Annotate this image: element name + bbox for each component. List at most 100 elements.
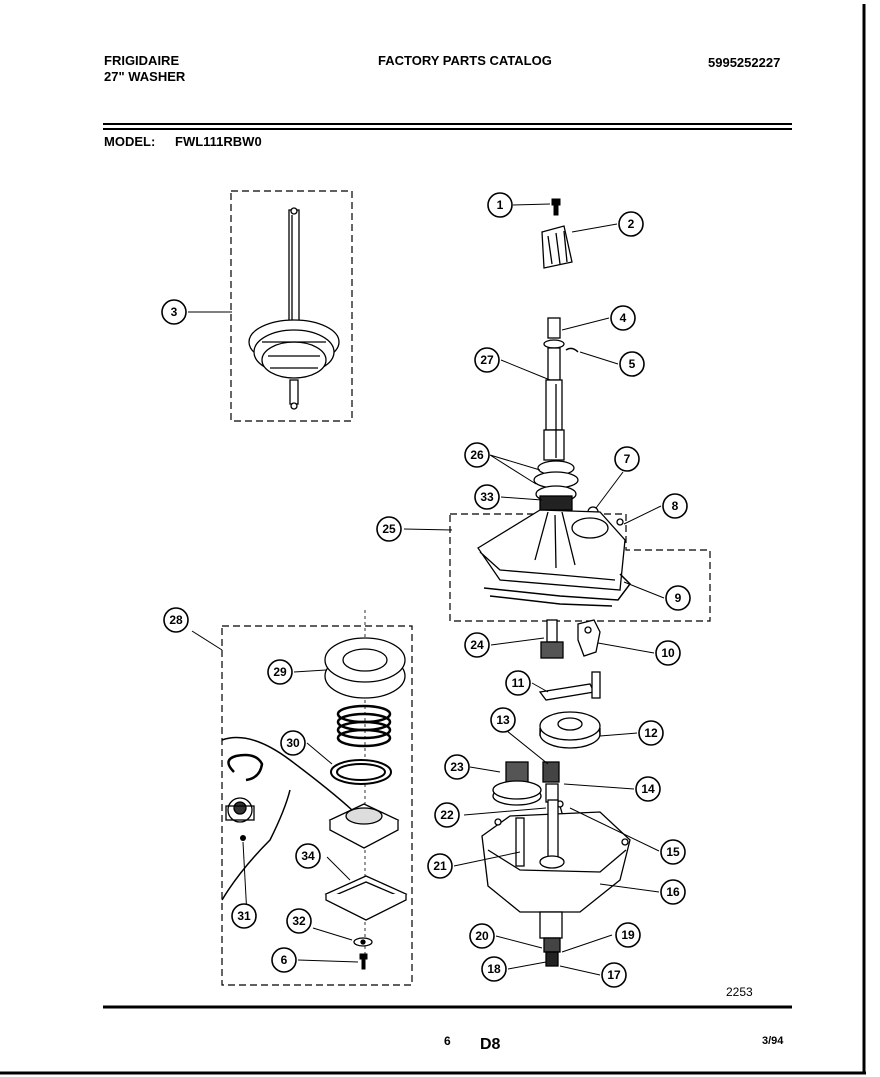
agitator-drive-assembly (248, 207, 340, 410)
callout-circle (444, 754, 470, 780)
callout-label: 31 (237, 909, 251, 923)
callout-label: 10 (661, 646, 675, 660)
callout-11: 11 (505, 670, 531, 696)
callout-label: 22 (440, 808, 454, 822)
callout-label: 1 (497, 198, 504, 212)
page-number: 6 (444, 1034, 451, 1048)
callout-label: 17 (607, 968, 621, 982)
callout-26: 26 (464, 442, 490, 468)
seal-assembly (533, 460, 579, 511)
callout-circle (601, 962, 627, 988)
callout-circle (635, 776, 661, 802)
callout-circle (286, 908, 312, 934)
callout-label: 27 (480, 353, 494, 367)
pinion-gear-part-24 (540, 619, 564, 659)
callout-circle (619, 351, 645, 377)
screw-part-6 (359, 953, 368, 970)
callout-circle (469, 923, 495, 949)
callout-circle (474, 484, 500, 510)
agitator-shaft (543, 317, 565, 461)
callout-30: 30 (280, 730, 306, 756)
callout-label: 16 (666, 885, 680, 899)
callout-circle (487, 192, 513, 218)
callout-33: 33 (474, 484, 500, 510)
callout-13: 13 (490, 707, 516, 733)
gear-part-23 (492, 761, 542, 806)
callout-label: 15 (666, 845, 680, 859)
callout-label: 9 (675, 591, 682, 605)
leader-lines (188, 203, 665, 976)
callout-4: 4 (610, 305, 636, 331)
section-code: D8 (480, 1036, 501, 1053)
callout-label: 20 (475, 929, 489, 943)
callout-29: 29 (267, 659, 293, 685)
callout-circle (660, 839, 686, 865)
shift-cam-part-10 (577, 619, 601, 657)
callout-7: 7 (614, 446, 640, 472)
pad-part-34 (324, 875, 408, 921)
callout-label: 11 (512, 676, 525, 690)
callout-label: 5 (629, 357, 636, 371)
callout-circle (505, 670, 531, 696)
callout-24: 24 (464, 632, 490, 658)
transmission-case-part-16 (481, 799, 631, 913)
callout-label: 34 (301, 849, 315, 863)
callout-circle (481, 956, 507, 982)
main-gear-part-12 (539, 711, 601, 749)
model-label: MODEL: (104, 134, 156, 149)
callout-label: 33 (480, 490, 494, 504)
agitator-cap-screw (551, 198, 561, 216)
callout-14: 14 (635, 776, 661, 802)
callout-8: 8 (662, 493, 688, 519)
washer-part-32 (353, 937, 373, 947)
callout-label: 18 (487, 962, 501, 976)
callout-12: 12 (638, 720, 664, 746)
callout-label: 24 (470, 638, 484, 652)
callout-label: 8 (672, 499, 679, 513)
callout-3: 3 (161, 299, 187, 325)
callout-circle (231, 903, 257, 929)
callout-31: 31 (231, 903, 257, 929)
callout-circle (280, 730, 306, 756)
callout-circle (474, 347, 500, 373)
callout-19: 19 (615, 922, 641, 948)
callout-circle (662, 493, 688, 519)
ball-detail (240, 835, 246, 841)
seal-ring-part-30 (330, 759, 392, 785)
pinion-part-13-14 (542, 761, 560, 803)
callout-label: 23 (450, 760, 464, 774)
gasket-part-9 (483, 573, 631, 607)
clip-part-5 (565, 347, 579, 353)
callout-27: 27 (474, 347, 500, 373)
callout-label: 4 (620, 311, 627, 325)
callout-18: 18 (481, 956, 507, 982)
callout-circle (267, 659, 293, 685)
assembly-box-3 (230, 190, 353, 422)
callout-circle (660, 879, 686, 905)
callout-22: 22 (434, 802, 460, 828)
callout-circle (163, 607, 189, 633)
callout-label: 7 (624, 452, 631, 466)
spring-part (336, 704, 392, 748)
callout-circle (618, 211, 644, 237)
callout-label: 26 (470, 448, 484, 462)
callout-label: 28 (169, 613, 183, 627)
agitator-cap (541, 225, 573, 269)
callout-label: 14 (641, 782, 655, 796)
callout-circle (161, 299, 187, 325)
callout-circle (610, 305, 636, 331)
callout-21: 21 (427, 853, 453, 879)
callout-label: 3 (171, 305, 178, 319)
callout-circle (434, 802, 460, 828)
retaining-ring-detail (227, 753, 264, 782)
brand-name: FRIGIDAIRE (104, 53, 180, 68)
callout-1: 1 (487, 192, 513, 218)
drive-pulley-assembly (539, 911, 563, 967)
callout-label: 21 (433, 859, 447, 873)
callout-label: 30 (286, 736, 300, 750)
callout-label: 13 (496, 713, 510, 727)
callout-34: 34 (295, 843, 321, 869)
callout-circle (464, 442, 490, 468)
callout-label: 12 (644, 726, 658, 740)
